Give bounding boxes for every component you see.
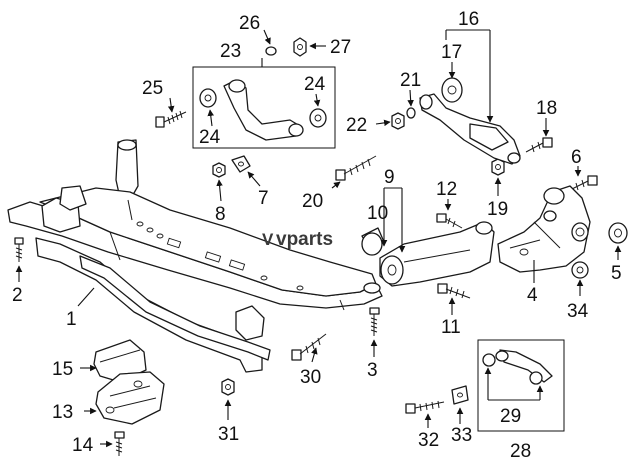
washer-26	[265, 46, 277, 56]
callout-10: 10	[367, 203, 388, 224]
callout-13: 13	[52, 402, 73, 423]
bolt-20	[335, 155, 377, 181]
bolt-12	[436, 213, 463, 229]
callout-14: 14	[72, 435, 94, 456]
callout-2: 2	[12, 285, 23, 306]
callout-5: 5	[611, 263, 622, 284]
diff-mount	[93, 339, 165, 425]
callout-11: 11	[441, 317, 461, 338]
callout-22: 22	[346, 115, 367, 136]
callout-9: 9	[384, 167, 395, 188]
leader-lines	[15, 29, 622, 448]
callout-27: 27	[330, 37, 351, 58]
callout-31: 31	[218, 424, 239, 445]
callout-24-right: 24	[304, 74, 326, 95]
callout-4: 4	[527, 285, 538, 306]
toe-link-28	[482, 349, 553, 385]
callout-19: 19	[487, 199, 508, 220]
callout-18: 18	[536, 98, 557, 119]
bolt-3	[369, 307, 380, 336]
callout-3: 3	[367, 360, 378, 381]
callout-26: 26	[239, 13, 260, 34]
bolt-32	[405, 400, 445, 414]
box-28	[477, 339, 565, 432]
bolt-25	[155, 110, 187, 128]
nuts	[212, 37, 505, 396]
callout-1: 1	[66, 309, 77, 330]
callout-20: 20	[302, 191, 323, 212]
callout-32: 32	[418, 430, 439, 451]
callout-16: 16	[458, 9, 479, 30]
bolt-2	[14, 237, 24, 262]
callout-12: 12	[436, 179, 457, 200]
callout-29: 29	[500, 406, 521, 427]
brand-text: vparts	[276, 229, 333, 250]
callout-25: 25	[142, 78, 163, 99]
subframe	[7, 139, 383, 373]
callout-8: 8	[215, 204, 226, 225]
upper-link-23	[199, 79, 327, 141]
callout-15: 15	[52, 359, 73, 380]
callout-21: 21	[400, 70, 421, 91]
callout-labels: 1 2 3 4 5 6 7 8 9 10 11 12 13 14 15 16 1…	[12, 9, 622, 462]
callout-24-left: 24	[199, 127, 221, 148]
callout-23: 23	[220, 41, 241, 62]
callout-17: 17	[441, 42, 462, 63]
callout-30: 30	[300, 367, 321, 388]
callout-34: 34	[567, 301, 589, 322]
callout-7: 7	[258, 188, 269, 209]
bolt-11	[437, 283, 471, 299]
callout-33: 33	[451, 425, 472, 446]
callout-28: 28	[510, 441, 531, 462]
upper-arm-16	[419, 77, 521, 165]
washer-21	[406, 107, 416, 119]
bolt-18	[525, 137, 553, 153]
callout-6: 6	[571, 147, 582, 168]
lower-arm-9	[361, 221, 495, 287]
bolt-30	[291, 333, 327, 361]
bolt-14	[114, 431, 125, 456]
brand-mark: V	[262, 230, 274, 249]
box-23	[192, 66, 336, 149]
brand-watermark: V vparts	[262, 229, 333, 250]
knuckle-4	[497, 185, 591, 273]
